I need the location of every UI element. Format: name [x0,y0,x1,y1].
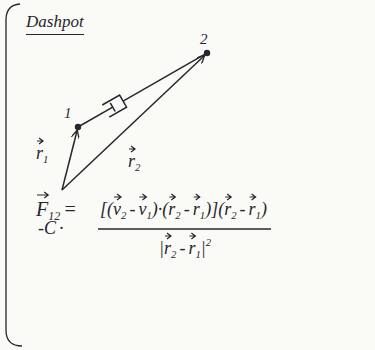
formula-term: r [224,194,231,225]
formula-term: )·( [152,199,169,221]
point-label-row: 2 [200,30,208,48]
formula-term: v [113,194,121,225]
vector-label-row: r1 [36,138,48,169]
formula-term: r [188,233,195,264]
formula-term: 1 [146,209,151,222]
formula-term: | [201,238,206,260]
formula-term: = [60,197,80,221]
point-label: 2 [200,30,208,48]
formula-term: 1 [195,248,200,261]
formula-term: 2 [206,236,211,249]
formula-term: - [126,199,138,221]
formula-term: 2 [171,248,176,261]
formula-term: 1 [200,209,205,222]
formula-term: 2 [231,209,236,222]
vector-arrow [37,192,48,198]
formula-term: - [237,199,249,221]
fraction-bar [98,228,271,230]
vector-label: 2 [135,161,140,174]
formula-term: 1 [256,209,261,222]
vector-label: r [36,138,43,169]
title: Dashpot [26,12,84,35]
vector-label-row: r2 [128,146,140,177]
formula-term: [( [100,199,113,221]
formula-term: -C [38,218,56,240]
formula-term: v [138,194,146,225]
formula-term-row: |r2-r1|2 [159,233,211,264]
formula-term: | [159,238,164,260]
formula-term-row: -C· [38,218,67,240]
formula-term: )]( [205,199,224,221]
formula-term-row: [(v2-v1)·(r2-r1)](r2-r1) [100,194,267,225]
formula-term: 2 [121,209,126,222]
vector-label: r [128,146,135,177]
formula-term: r [164,233,171,264]
formula-term: r [168,194,175,225]
formula-term: r [249,194,256,225]
point-label: 1 [64,104,72,122]
point-label-row: 1 [64,104,72,122]
formula-term: - [181,199,193,221]
formula-term: 2 [175,209,180,222]
vector-label: 1 [43,153,48,166]
formula-term: · [56,218,67,240]
formula-term: ) [261,199,267,221]
formula-term: r [193,194,200,225]
formula-term: - [176,238,188,260]
